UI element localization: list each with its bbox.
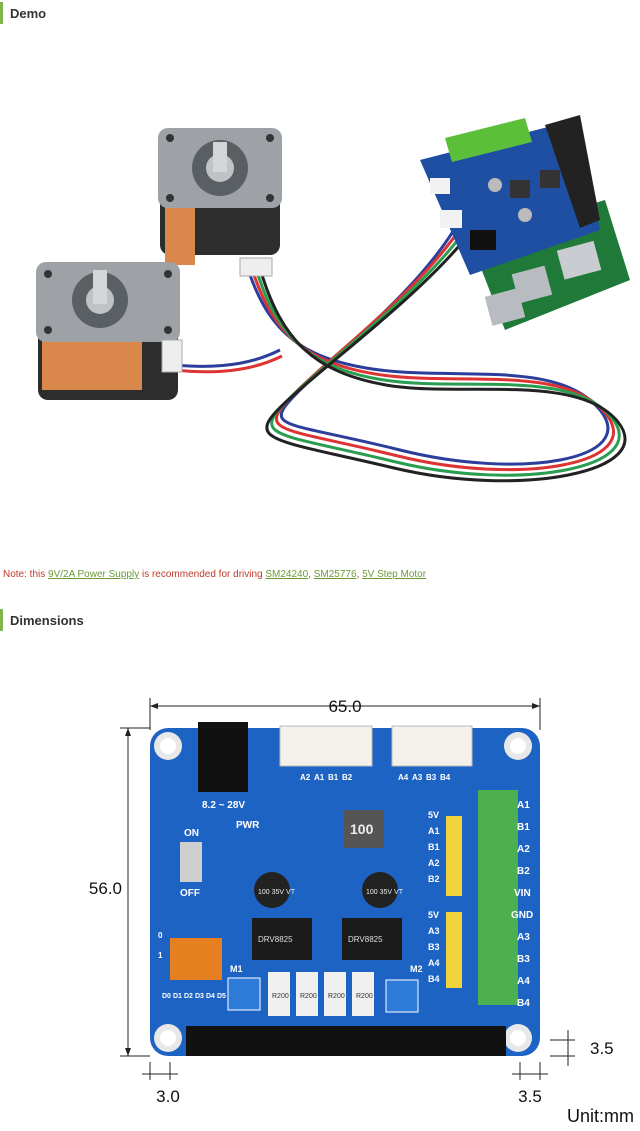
top-right-pin: B4 xyxy=(440,773,451,782)
unit-label: Unit:mm xyxy=(567,1106,634,1126)
top-left-pin: A2 xyxy=(300,773,311,782)
m1-label: M1 xyxy=(230,964,243,974)
dip-label: D3 xyxy=(195,993,204,1000)
power-jack xyxy=(198,722,248,792)
terminal-label: GND xyxy=(511,910,533,921)
resistor-label: R200 xyxy=(356,993,373,1000)
width-dimension: 65.0 xyxy=(328,697,361,716)
terminal-label: VIN xyxy=(514,888,531,899)
header-pin-label: B2 xyxy=(428,874,440,884)
header-pin-label: A2 xyxy=(428,858,440,868)
left-hole-dimension: 3.0 xyxy=(156,1087,180,1106)
inductor xyxy=(344,810,384,848)
capacitor-left xyxy=(254,872,290,908)
gpio-header xyxy=(186,1026,506,1056)
stepper-motor-top xyxy=(158,128,282,277)
sm25776-link[interactable]: SM25776 xyxy=(313,569,357,580)
pwr-label: PWR xyxy=(236,820,260,831)
switch-on-label: ON xyxy=(184,828,199,839)
top-left-pin: B1 xyxy=(328,773,339,782)
right-hole-dimension: 3.5 xyxy=(518,1087,542,1106)
top-right-pin: A3 xyxy=(412,773,423,782)
driver-chip-right xyxy=(342,918,402,960)
dip-side-1: 1 xyxy=(158,951,163,960)
terminal-label: B2 xyxy=(517,866,530,877)
terminal-label: A1 xyxy=(517,800,530,811)
dip-label: D5 xyxy=(217,993,226,1000)
terminal-label: B3 xyxy=(517,954,530,965)
section-heading-text: Dimensions xyxy=(10,612,84,628)
header-pin-label: A4 xyxy=(428,958,440,968)
terminal-label: A3 xyxy=(517,932,530,943)
dip-label: D1 xyxy=(173,993,182,1000)
capacitor-right xyxy=(362,872,398,908)
resistor-label: R200 xyxy=(328,993,345,1000)
header-pin-label: B4 xyxy=(428,974,440,984)
power-supply-note: Note: this 9V/2A Power Supply is recomme… xyxy=(3,569,426,580)
terminal-label: A2 xyxy=(517,844,530,855)
note-middle: is recommended for driving xyxy=(139,569,266,580)
height-dimension: 56.0 xyxy=(89,879,122,898)
driver-chip-right-label: DRV8825 xyxy=(348,935,383,944)
note-separator: , xyxy=(308,569,314,580)
section-heading-dimensions: Dimensions xyxy=(0,609,84,631)
voltage-label: 8.2 ~ 28V xyxy=(202,800,245,811)
power-switch xyxy=(180,842,202,882)
top-left-pin: A1 xyxy=(314,773,325,782)
power-supply-link[interactable]: 9V/2A Power Supply xyxy=(48,569,140,580)
header-pin-label: 5V xyxy=(428,810,439,820)
driver-chip-left-label: DRV8825 xyxy=(258,935,293,944)
dip-label: D2 xyxy=(184,993,193,1000)
switch-off-label: OFF xyxy=(180,888,200,899)
section-heading-demo: Demo xyxy=(0,2,46,24)
header-pin-label: B1 xyxy=(428,842,440,852)
header-pin-label: 5V xyxy=(428,910,439,920)
terminal-label: A4 xyxy=(517,976,530,987)
pcb-board xyxy=(150,722,540,1056)
terminal-label: B4 xyxy=(517,998,530,1009)
dip-label: D4 xyxy=(206,993,215,1000)
dip-side-0: 0 xyxy=(158,931,163,940)
inductor-label: 100 xyxy=(350,821,374,837)
driver-chip-left xyxy=(252,918,312,960)
terminal-label: B1 xyxy=(517,822,530,833)
resistor-label: R200 xyxy=(272,993,289,1000)
demo-photo xyxy=(36,115,630,483)
note-separator: , xyxy=(356,569,363,580)
capacitor-right-label: 100 35V VT xyxy=(366,889,404,896)
top-left-pin: B2 xyxy=(342,773,353,782)
dip-switch xyxy=(170,938,222,980)
top-right-pin: A4 xyxy=(398,773,409,782)
raspberry-pi-with-hat xyxy=(420,115,630,330)
dimension-drawing: 65.0 56.0 3.0 3.5 3.5 Unit:mm xyxy=(89,697,634,1126)
section-heading-text: Demo xyxy=(10,5,47,21)
m2-label: M2 xyxy=(410,964,423,974)
dip-label: D0 xyxy=(162,993,171,1000)
terminal-block xyxy=(478,790,518,1005)
stepper-motor-left xyxy=(36,262,183,400)
vertical-hole-dimension: 3.5 xyxy=(590,1039,614,1058)
sm24240-link[interactable]: SM24240 xyxy=(265,569,309,580)
step-motor-5v-link[interactable]: 5V Step Motor xyxy=(362,569,427,580)
motor-cables xyxy=(174,219,627,483)
header-pin-label: A1 xyxy=(428,826,440,836)
top-right-pin: B3 xyxy=(426,773,437,782)
header-pin-label: B3 xyxy=(428,942,440,952)
resistor-label: R200 xyxy=(300,993,317,1000)
capacitor-left-label: 100 35V VT xyxy=(258,889,296,896)
note-prefix: Note: this xyxy=(3,569,49,580)
header-pin-label: A3 xyxy=(428,926,440,936)
